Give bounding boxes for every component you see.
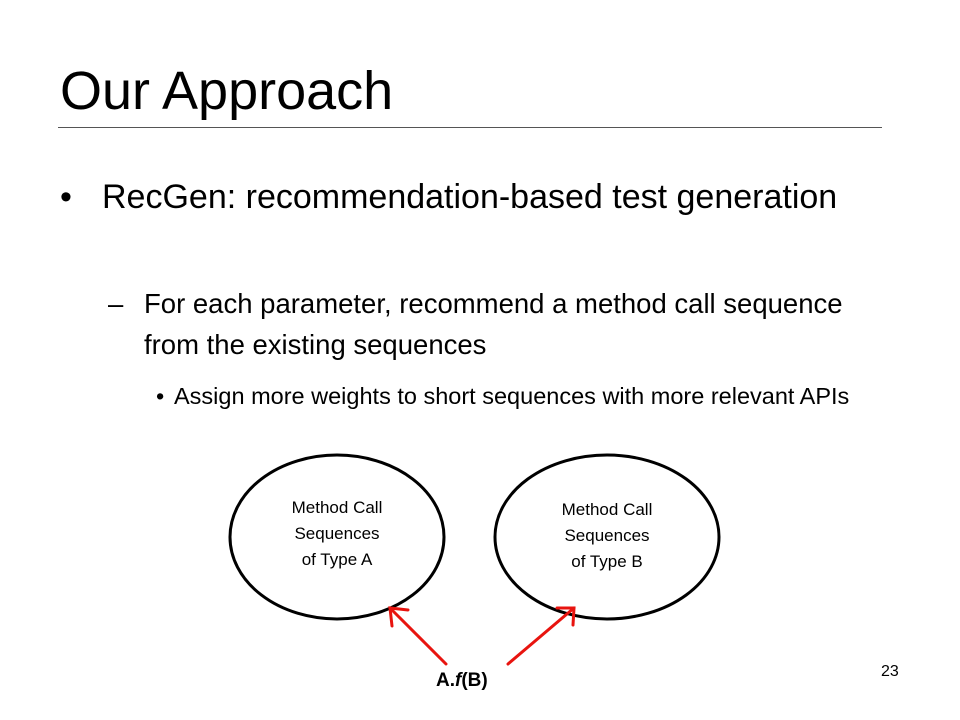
- bullet-level-3: • Assign more weights to short sequences…: [156, 379, 856, 413]
- bullet-marker: •: [60, 178, 72, 216]
- call-method: f: [455, 670, 462, 691]
- arrow-to-b: [506, 606, 576, 666]
- oval-b-label: Method Call Sequences of Type B: [532, 497, 682, 575]
- bullet-text: RecGen: recommendation-based test genera…: [102, 178, 838, 216]
- oval-b-line-3: of Type B: [571, 552, 643, 571]
- sub-sub-bullet-text: Assign more weights to short sequences w…: [174, 383, 850, 409]
- slide-title: Our Approach: [60, 61, 394, 121]
- oval-a-line-2: Sequences: [294, 524, 380, 543]
- oval-b-line-2: Sequences: [564, 526, 650, 545]
- bullet-marker-small: •: [156, 383, 165, 409]
- oval-b-line-1: Method Call: [561, 500, 653, 519]
- title-underline: [58, 127, 882, 128]
- oval-a-line-3: of Type A: [301, 550, 373, 569]
- sub-bullet-text: For each parameter, recommend a method c…: [144, 288, 843, 360]
- page-number: 23: [881, 663, 899, 680]
- call-suffix: (B): [461, 670, 488, 691]
- arrow-to-a: [388, 606, 448, 666]
- bullet-level-2: – For each parameter, recommend a method…: [108, 283, 888, 365]
- dash-marker: –: [108, 288, 124, 319]
- oval-a-line-1: Method Call: [291, 498, 383, 517]
- oval-a-label: Method Call Sequences of Type A: [262, 495, 412, 573]
- method-call-label: A.f(B): [436, 670, 488, 692]
- bullet-level-1: • RecGen: recommendation-based test gene…: [60, 173, 860, 221]
- call-prefix: A.: [436, 670, 455, 691]
